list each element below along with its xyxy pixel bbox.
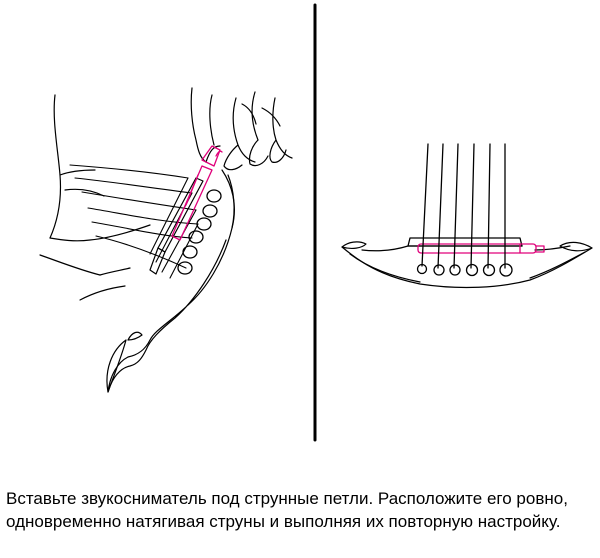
pickup-left <box>171 145 223 241</box>
instruction-text: Вставьте звукосниматель под струнные пет… <box>6 489 568 531</box>
guitar-bridge-outline-right <box>341 241 593 289</box>
lower-hand <box>39 94 151 301</box>
bridge-pins-left <box>177 189 222 275</box>
strings-left <box>69 164 199 279</box>
pickup-right <box>417 243 545 254</box>
right-panel-drawing <box>341 143 593 289</box>
saddle-right <box>407 237 523 247</box>
upper-hand <box>190 87 293 171</box>
strings-right <box>421 143 506 269</box>
guitar-bridge-outline-left <box>106 169 235 393</box>
illustration <box>39 3 593 442</box>
left-panel-drawing <box>39 87 293 393</box>
bridge-pins-right <box>416 263 513 277</box>
